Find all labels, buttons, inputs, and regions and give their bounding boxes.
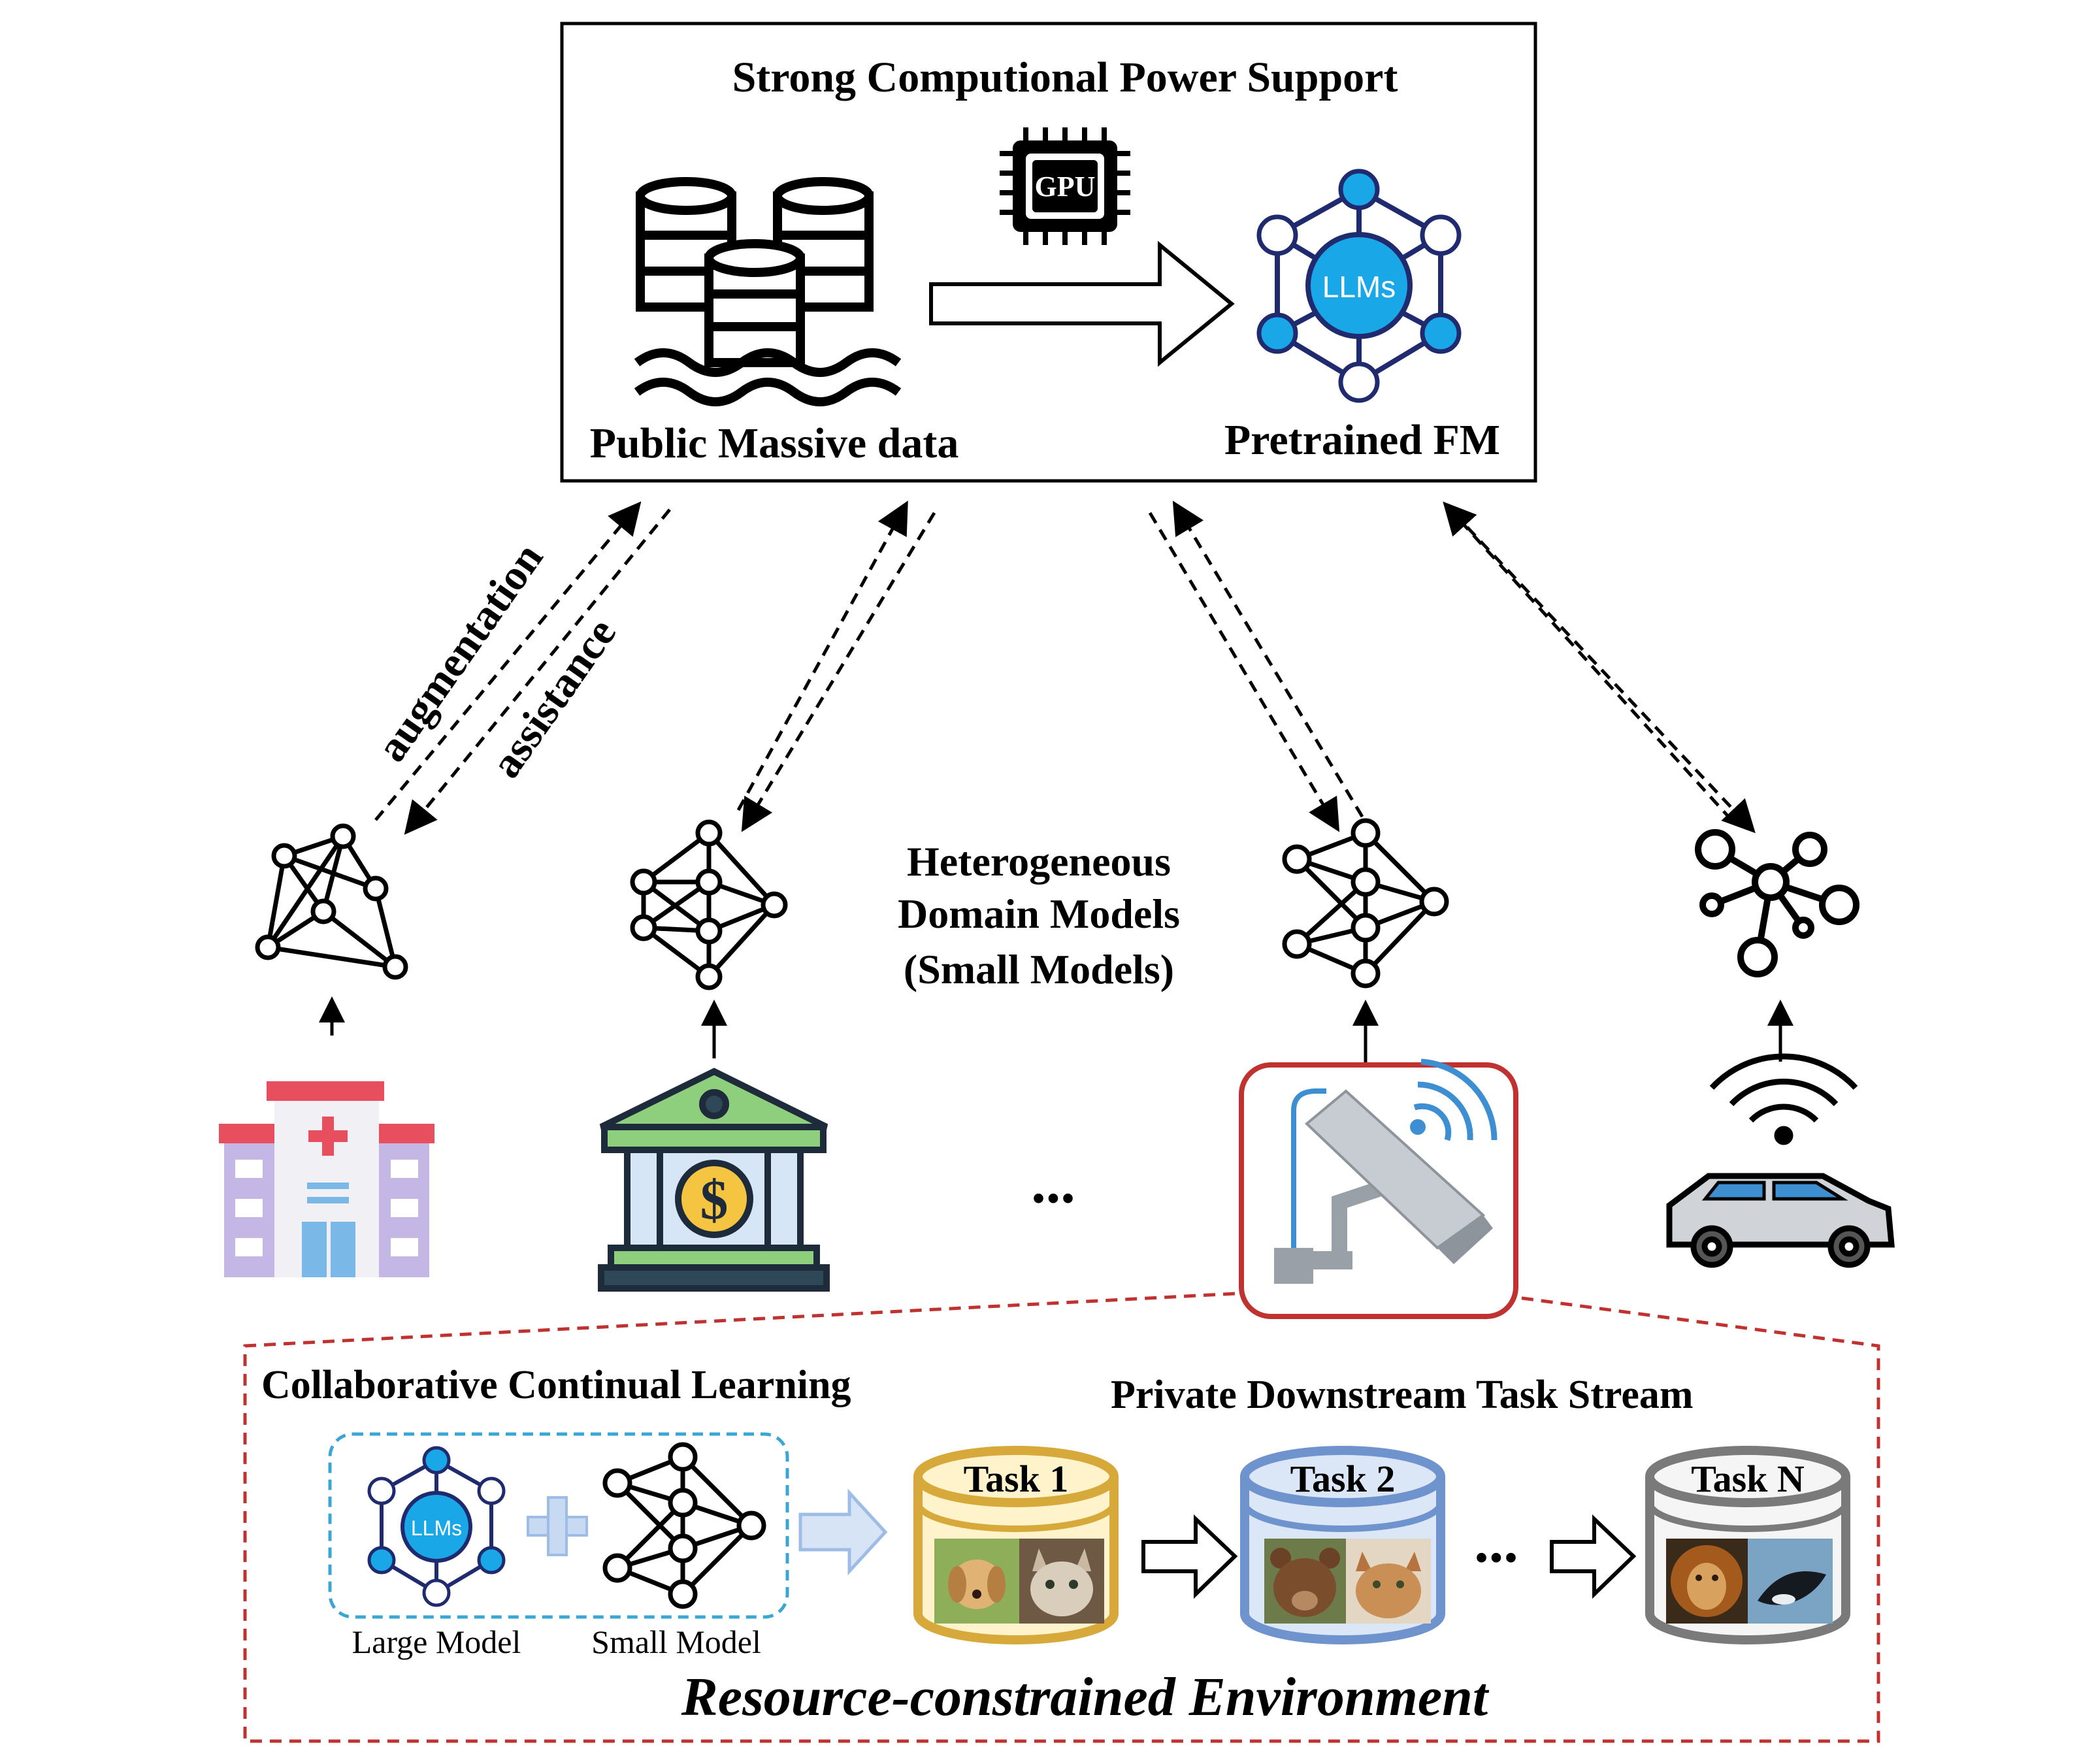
dollar-icon: $ bbox=[700, 1168, 729, 1231]
task-1-store: Task 1 bbox=[913, 1446, 1119, 1644]
compute-box: Strong Computional Power Support Public … bbox=[560, 22, 1537, 483]
surveillance-camera-icon bbox=[1239, 1058, 1518, 1319]
database-icon bbox=[634, 177, 902, 406]
model-pair-box bbox=[328, 1432, 789, 1619]
pretrain-arrow bbox=[929, 240, 1235, 367]
task-arrow-1 bbox=[1141, 1514, 1238, 1599]
assistance-arrow bbox=[404, 508, 671, 835]
assistance-label: assistance bbox=[482, 610, 625, 786]
fm-label: Pretrained FM bbox=[1224, 416, 1500, 464]
ccl-title: Collaborative Continual Learning bbox=[261, 1363, 851, 1407]
task-n-store: Task N bbox=[1645, 1446, 1850, 1644]
data-label: Public Massive data bbox=[590, 419, 959, 467]
small-model-network-1 bbox=[255, 823, 408, 980]
small-model-network-icon bbox=[602, 1442, 766, 1609]
llm-network-icon: LLMs bbox=[1256, 169, 1462, 403]
dashed-arrows bbox=[374, 500, 1756, 835]
small-model-network-2 bbox=[630, 819, 788, 990]
gpu-label: GPU bbox=[1035, 171, 1096, 203]
small-model-network-3 bbox=[1282, 818, 1449, 988]
dog-photo bbox=[934, 1539, 1019, 1624]
task-arrow-n bbox=[1550, 1514, 1637, 1599]
augmentation-arrow bbox=[374, 501, 642, 821]
small-model-network-4 bbox=[1695, 829, 1859, 977]
task-n-label: Task N bbox=[1691, 1458, 1805, 1500]
svg-text:(Small Models): (Small Models) bbox=[904, 946, 1174, 992]
large-model-llm-icon: LLMs bbox=[367, 1446, 506, 1607]
compute-box-title: Strong Computional Power Support bbox=[732, 54, 1398, 101]
plus-icon bbox=[527, 1496, 588, 1556]
lion-photo bbox=[1666, 1539, 1748, 1624]
domain-ellipsis: ... bbox=[1031, 1151, 1075, 1215]
small-model-label: Small Model bbox=[591, 1624, 761, 1660]
bank-icon: $ bbox=[598, 1068, 830, 1292]
llm-label: LLMs bbox=[1322, 270, 1396, 304]
task-1-label: Task 1 bbox=[964, 1458, 1069, 1500]
bear-photo bbox=[1264, 1539, 1346, 1624]
task-2-store: Task 2 bbox=[1240, 1446, 1445, 1644]
svg-text:Domain Models: Domain Models bbox=[898, 890, 1180, 937]
environment-label: Resource-constrained Environment bbox=[681, 1667, 1490, 1727]
connected-car-icon bbox=[1666, 1053, 1895, 1268]
to-stream-arrow bbox=[798, 1488, 888, 1576]
large-model-label: Large Model bbox=[352, 1624, 521, 1660]
task-ellipsis: ... bbox=[1474, 1510, 1518, 1575]
cat-photo-2 bbox=[1346, 1539, 1431, 1624]
large-model-llm-label: LLMs bbox=[411, 1516, 462, 1540]
resource-constrained-region bbox=[243, 1292, 1880, 1743]
cat-photo bbox=[1019, 1539, 1104, 1624]
svg-text:Heterogeneous: Heterogeneous bbox=[907, 838, 1171, 885]
orca-photo bbox=[1748, 1539, 1833, 1624]
gpu-chip-icon: GPU bbox=[1000, 127, 1130, 245]
domain-models-label: Heterogeneous Domain Models (Small Model… bbox=[898, 838, 1180, 992]
upload-arrows bbox=[319, 996, 1793, 1065]
task-2-label: Task 2 bbox=[1290, 1458, 1396, 1500]
hospital-icon bbox=[219, 1081, 434, 1277]
stream-title: Private Downstream Task Stream bbox=[1111, 1373, 1694, 1417]
